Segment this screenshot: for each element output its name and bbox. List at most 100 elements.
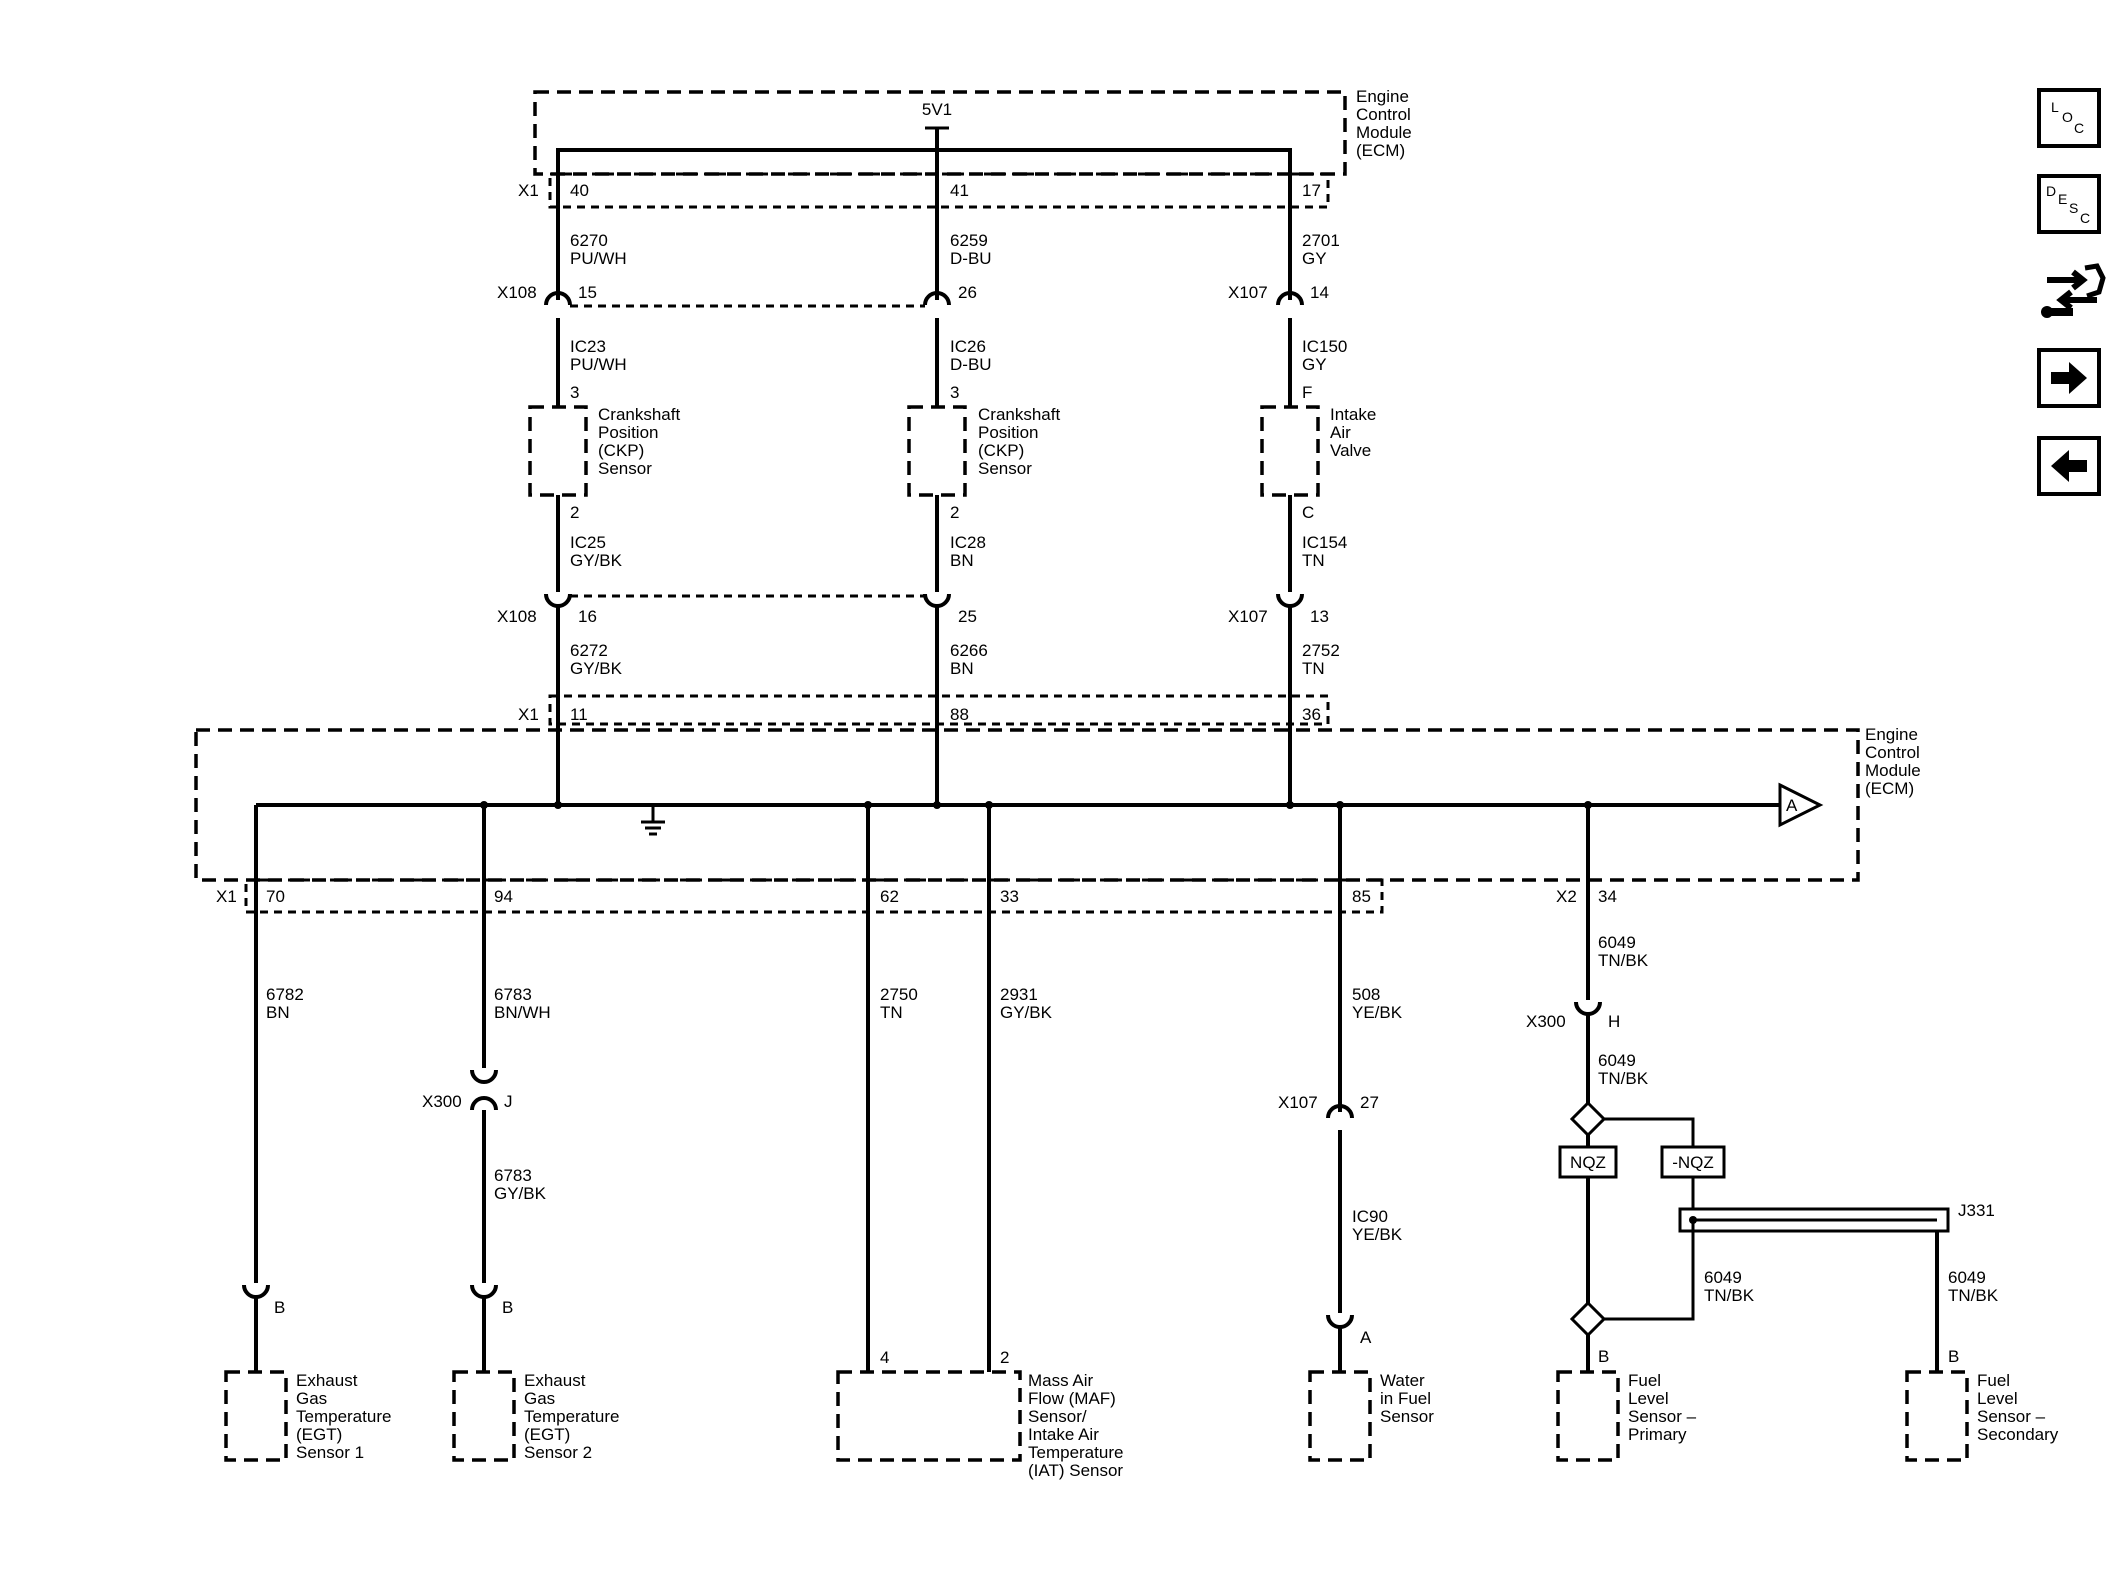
c3-wire2-color: GY [1302,355,1327,374]
connector-x1-top: X1 [518,172,1330,209]
c3-x107-label: X107 [1228,283,1268,302]
c2-pin-sensor-a: 3 [950,383,959,402]
wif-connector-icon [1326,1314,1354,1329]
egt1-sensor-box [224,1370,288,1462]
fuel-wire4-color: TN/BK [1948,1286,1999,1305]
j331-label: J331 [1958,1201,1995,1220]
egt2-sensor-2: Gas [524,1389,555,1408]
next-arrow-icon [2051,362,2087,394]
c3-pin-ecm-bottom: 36 [1302,705,1321,724]
ground-icon [641,805,665,836]
circuit-intake-air-valve: 17 2701 GY X107 14 IC150 GY F Intake Air… [1228,181,1376,805]
svg-text:O: O [2062,109,2073,125]
connector-end-view-button[interactable] [2037,258,2107,322]
c2-pin-x108a: 26 [958,283,977,302]
next-page-button[interactable] [2037,348,2101,408]
option-not-nqz-label: -NQZ [1672,1153,1714,1172]
egt2-wire1-num: 6783 [494,985,532,1004]
wif-pin-sensor: A [1360,1328,1372,1347]
ecm-main-module: A Engine Control Module (ECM) [194,725,1921,882]
c3-pin-sensor-a: F [1302,383,1312,402]
maf-sensor-6: (IAT) Sensor [1028,1461,1123,1480]
c1-x108-label: X108 [497,283,537,302]
c1-wire3-color: GY/BK [570,551,623,570]
egt1-connector-icon [242,1284,270,1299]
maf-pin-sensor-a: 4 [880,1348,889,1367]
supply-label: 5V1 [922,100,952,119]
c2-pin-sensor-b: 2 [950,503,959,522]
c3-pin-x107b: 13 [1310,607,1329,626]
wif-sensor-3: Sensor [1380,1407,1434,1426]
desc-button[interactable]: D E S C [2037,174,2101,234]
c1-sensor-2: Position [598,423,658,442]
fuel-secondary-4: Secondary [1977,1425,2059,1444]
x300-cavity-h-icon [1574,1001,1602,1016]
wif-wire1-num: 508 [1352,985,1380,1004]
egt1-pin-ecm: 70 [266,887,285,906]
c3-valve-box [1260,405,1320,497]
ecm-top-label-4: (ECM) [1356,141,1405,160]
fuel-secondary-3: Sensor – [1977,1407,2046,1426]
fuel-wire2-color: TN/BK [1598,1069,1649,1088]
circuit-ckp-1: 40 6270 PU/WH X108 15 IC23 PU/WH 3 Crank… [497,181,680,805]
egt1-sensor-1: Exhaust [296,1371,358,1390]
ecm-top-label-2: Control [1356,105,1411,124]
egt2-connector-icon [470,1284,498,1299]
svg-text:L: L [2051,99,2059,115]
x107-top-cavity-icon [1276,291,1304,306]
c1-wire1-color: PU/WH [570,249,627,268]
wif-wire1-color: YE/BK [1352,1003,1403,1022]
x107-bottom-cavity-icon [1276,593,1304,608]
loc-button[interactable]: L O C [2037,88,2101,148]
c1-sensor-1: Crankshaft [598,405,680,424]
fuel-pin-primary: B [1598,1347,1609,1366]
svg-text:C: C [2074,120,2084,136]
fuel-wire1-num: 6049 [1598,933,1636,952]
c1-wire4-num: 6272 [570,641,608,660]
egt1-pin-sensor: B [274,1298,285,1317]
fuel-primary-3: Sensor – [1628,1407,1697,1426]
c2-sensor-4: Sensor [978,459,1032,478]
previous-page-button[interactable] [2037,436,2101,496]
maf-sensor-3: Sensor/ [1028,1407,1087,1426]
c2-wire1-num: 6259 [950,231,988,250]
maf-sensor-1: Mass Air [1028,1371,1094,1390]
fuel-x300-label: X300 [1526,1012,1566,1031]
wif-sensor-2: in Fuel [1380,1389,1431,1408]
fuel-wire3-color: TN/BK [1704,1286,1755,1305]
circuit-water-in-fuel: 85 508 YE/BK X107 27 IC90 YE/BK A Water … [1278,805,1434,1462]
c2-sensor-box [907,405,967,497]
egt2-wire2-num: 6783 [494,1166,532,1185]
fuel-secondary-1: Fuel [1977,1371,2010,1390]
egt1-sensor-5: Sensor 1 [296,1443,364,1462]
egt2-sensor-4: (EGT) [524,1425,570,1444]
c1-wire2-num: IC23 [570,337,606,356]
fuel-secondary-2: Level [1977,1389,2018,1408]
option-split-bottom-icon [1569,1300,1607,1338]
svg-text:D: D [2046,183,2056,199]
egt1-sensor-2: Gas [296,1389,327,1408]
c2-sensor-3: (CKP) [978,441,1024,460]
c3-wire4-color: TN [1302,659,1325,678]
connector-x1-top-label: X1 [518,181,539,200]
loc-icon: L O C [2051,99,2084,136]
fuel-primary-1: Fuel [1628,1371,1661,1390]
c1-pin-x108b: 16 [578,607,597,626]
circuit-egt-1: 70 6782 BN B Exhaust Gas Temperature (EG… [224,805,391,1462]
fuel-primary-4: Primary [1628,1425,1687,1444]
c3-pin-x107a: 14 [1310,283,1329,302]
c3-pin-ecm-top: 17 [1302,181,1321,200]
option-split-top-icon [1569,1100,1607,1138]
output-triangle-icon [1778,782,1824,828]
junction-dot [1286,801,1294,809]
c3-sensor-2: Air [1330,423,1351,442]
option-nqz-label: NQZ [1570,1153,1606,1172]
c3-wire3-num: IC154 [1302,533,1347,552]
svg-text:S: S [2069,200,2078,216]
ecm-top-module: 5V1 Engine Control Module (ECM) [533,87,1412,192]
c1-x108b-label: X108 [497,607,537,626]
egt1-sensor-3: Temperature [296,1407,391,1426]
fuel-wire3-num: 6049 [1704,1268,1742,1287]
ecm-output-label: A [1786,796,1798,815]
wif-pin-ecm: 85 [1352,887,1371,906]
